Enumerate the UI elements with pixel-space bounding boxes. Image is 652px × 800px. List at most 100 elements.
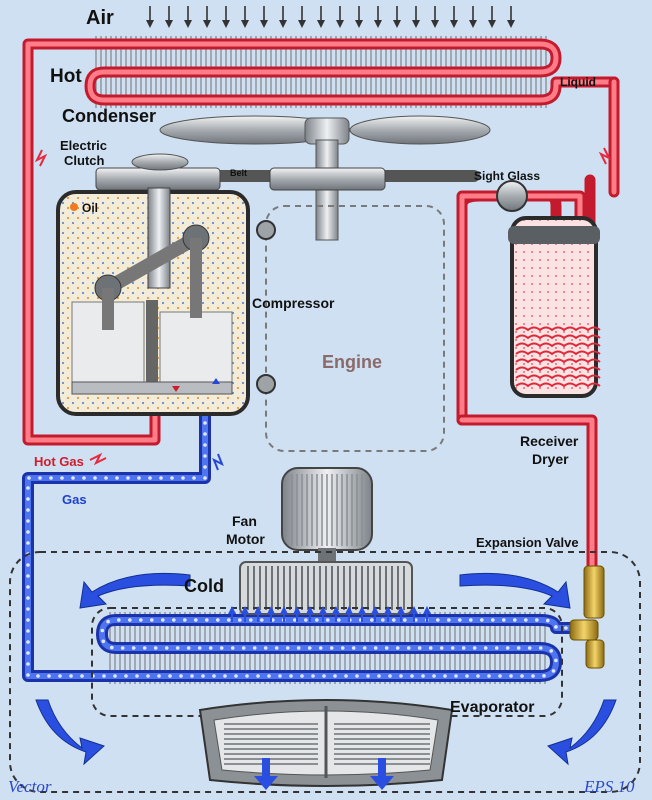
cold-line-dot xyxy=(172,618,176,622)
piston-icon xyxy=(71,224,233,395)
cold-line-dot xyxy=(106,619,110,624)
cold-line-dot xyxy=(447,618,451,622)
cold-line-dot xyxy=(26,640,30,644)
expansion-valve-label: Expansion Valve xyxy=(476,535,579,550)
cold-line-dot xyxy=(546,618,550,623)
air-arrowhead-icon xyxy=(203,20,211,28)
cold-line-dot xyxy=(190,674,194,678)
cold-line-dot xyxy=(554,658,558,663)
cold-air-arrow-icon xyxy=(306,606,314,622)
cold-line-dot xyxy=(551,669,556,673)
air-arrowhead-icon xyxy=(317,20,325,28)
eps-caption: EPS 10 xyxy=(583,777,635,796)
receiver-wave xyxy=(515,326,601,332)
cold-line-dots xyxy=(26,410,579,678)
cold-line-dot xyxy=(212,674,216,678)
cold-line-dot xyxy=(135,674,139,678)
cold-line-dot xyxy=(26,618,30,622)
gas-label: Gas xyxy=(62,492,87,507)
cold-line-dot xyxy=(223,674,227,678)
cold-line-dot xyxy=(148,476,152,480)
cold-line-dot xyxy=(161,618,165,622)
cold-line-dot xyxy=(186,646,191,650)
evaporator-label: Evaporator xyxy=(450,699,534,716)
cold-line-dot xyxy=(234,674,238,678)
cold-line-dot xyxy=(505,646,510,650)
cold-line-dot xyxy=(117,618,121,622)
cold-air-arrow-icon xyxy=(358,606,366,622)
compressor xyxy=(56,187,276,416)
cold-line-dot xyxy=(531,674,535,678)
cold-line-dot xyxy=(26,508,30,512)
cold-line-dot xyxy=(344,674,348,678)
air-arrowhead-icon xyxy=(431,20,439,28)
cold-line-dot xyxy=(252,646,257,650)
air-arrowhead-icon xyxy=(450,20,458,28)
gas-flow-marker xyxy=(212,453,224,471)
cold-line-dot xyxy=(351,646,356,650)
receiver-label-line2: Dryer xyxy=(532,451,569,467)
cold-line-dot xyxy=(26,673,30,677)
cold-line-dot xyxy=(197,646,202,650)
cold-line-dot xyxy=(263,646,268,650)
engine-label: Engine xyxy=(322,352,382,372)
cold-air-arrow-icon xyxy=(410,606,418,622)
cold-line-dot xyxy=(179,674,183,678)
cold-line-dot xyxy=(469,618,473,622)
cold-line-dot xyxy=(126,476,130,480)
cold-line-dot xyxy=(322,674,326,678)
hot-label: Hot xyxy=(50,66,82,87)
cold-line-dot xyxy=(170,476,174,480)
cold-line-dot xyxy=(285,646,290,650)
air-arrowhead-icon xyxy=(241,20,249,28)
cold-line-dot xyxy=(480,618,484,622)
cold-line-dot xyxy=(278,674,282,678)
cold-line-dot xyxy=(513,618,517,622)
cold-line-dot xyxy=(381,618,385,622)
cold-line-dot xyxy=(307,646,312,650)
cold-line-dot xyxy=(146,674,150,678)
cold-line-dot xyxy=(60,476,64,480)
cold-line-dot xyxy=(399,674,403,678)
air-arrowhead-icon xyxy=(222,20,230,28)
cold-line-dot xyxy=(564,626,568,630)
cold-line-dot xyxy=(219,646,224,650)
cold-air-arrow-icon xyxy=(397,606,405,622)
cold-line-dot xyxy=(337,618,341,622)
cold-line-dot xyxy=(300,674,304,678)
cold-line-dot xyxy=(26,530,30,534)
cold-line-dot xyxy=(49,476,53,480)
cold-air-arrow-icon xyxy=(371,606,379,622)
cold-line-dot xyxy=(201,674,205,678)
cold-line-dot xyxy=(355,674,359,678)
cold-line-dot xyxy=(26,563,30,567)
cold-line-dot xyxy=(432,674,436,678)
cold-line-dot xyxy=(535,618,539,622)
cold-line-dot xyxy=(26,497,30,501)
cold-line-dot xyxy=(267,674,271,678)
cold-line-dot xyxy=(183,618,187,622)
air-arrowhead-icon xyxy=(260,20,268,28)
cold-line-dot xyxy=(461,646,466,650)
cold-line-dot xyxy=(36,674,40,678)
cold-air-arrow-icon xyxy=(254,606,262,622)
cold-line-dot xyxy=(498,674,502,678)
cold-line-dot xyxy=(509,674,513,678)
cold-line-dot xyxy=(26,541,30,545)
cold-line-dot xyxy=(289,674,293,678)
cold-line-dot xyxy=(26,486,30,490)
cold-line-dot xyxy=(164,646,169,650)
cold-line-dot xyxy=(101,639,106,644)
air-arrowhead-icon xyxy=(298,20,306,28)
cold-line-dot xyxy=(370,618,374,622)
cold-line-dot xyxy=(491,618,495,622)
hot-line xyxy=(22,38,620,576)
cold-line-dot xyxy=(249,618,253,622)
cold-air-arrow-icon xyxy=(293,606,301,622)
pulley-icon xyxy=(95,153,480,191)
cold-air-arrows xyxy=(228,606,431,622)
cold-line-dot xyxy=(443,674,447,678)
cold-line-dot xyxy=(157,674,161,678)
cold-line-dot xyxy=(102,674,106,678)
cold-line-dot xyxy=(139,618,143,622)
